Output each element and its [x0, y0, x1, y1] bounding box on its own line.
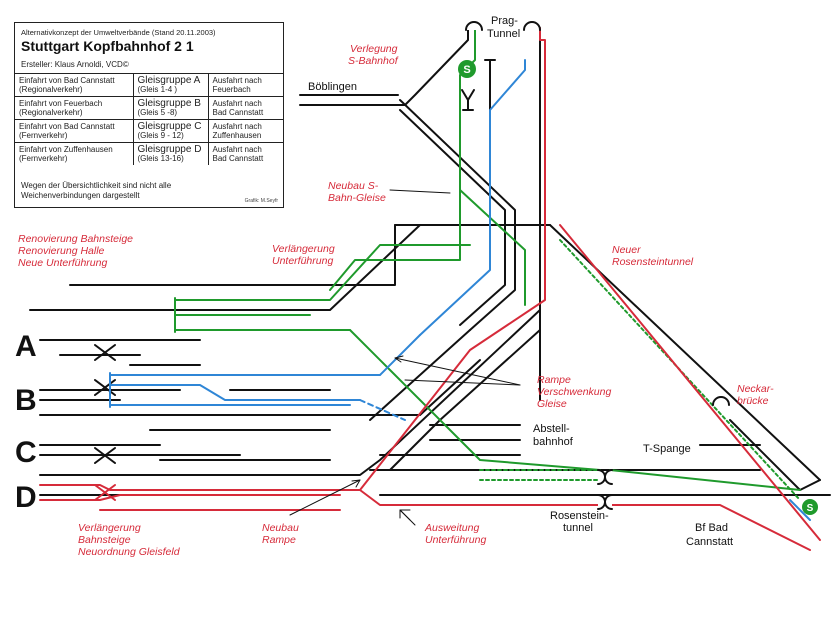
legend-author: Ersteller: Klaus Arnoldi, VCD©	[21, 60, 129, 69]
group-letter-c: C	[15, 436, 37, 469]
track-diag-4	[389, 329, 541, 471]
blue-diag	[359, 399, 406, 421]
blue-neckar	[789, 499, 811, 521]
green-s-line	[459, 189, 526, 306]
red-switch	[94, 484, 116, 501]
switch-a	[94, 344, 116, 361]
label-bf-bad: Bf Bad Cannstatt	[686, 522, 733, 548]
group-letter-b: B	[15, 384, 37, 417]
portal-prag-2	[523, 21, 541, 31]
label-t-spange: T-Spange	[643, 443, 691, 455]
label-verlaengerung-bahnsteige: Verlängerung Bahnsteige Neuordnung Gleis…	[78, 522, 181, 558]
legend-title: Stuttgart Kopfbahnhof 2 1	[21, 38, 194, 54]
label-neubau-sbahn: Neubau S- Bahn-Gleise	[328, 180, 386, 204]
arrow-neubau	[389, 189, 451, 194]
label-rampe: Rampe Verschwenkung Gleise	[537, 374, 614, 410]
tunnel-portals	[465, 21, 730, 510]
red-neckar	[559, 224, 821, 541]
red-to-bf	[359, 489, 641, 506]
track-neckar-2	[729, 419, 821, 491]
legend-row: Einfahrt von Feuerbach(Regionalverkehr) …	[15, 96, 283, 120]
legend-row: Einfahrt von Zuffenhausen(Fernverkehr) G…	[15, 142, 283, 165]
track-boeblingen-3	[399, 109, 506, 326]
blue-b2	[109, 384, 361, 401]
label-neuer-tunnel: Neuer Rosensteintunnel	[612, 244, 694, 268]
group-letter-d: D	[15, 481, 37, 514]
group-letter-a: A	[15, 330, 37, 363]
red-d2	[39, 494, 341, 501]
track-diag-6	[369, 329, 471, 421]
track-boeblingen-2	[399, 99, 516, 331]
black-tracks	[29, 27, 831, 496]
label-abstell: Abstell- bahnhof	[533, 423, 574, 448]
portal-prag-1	[465, 21, 483, 31]
red-to-east	[639, 504, 811, 551]
portal-rosen-2	[604, 469, 613, 485]
label-boeblingen: Böblingen	[308, 81, 357, 93]
arrow-neubau-rampe	[289, 479, 361, 516]
red-d1	[39, 484, 361, 491]
s-bahn-letter-2: S	[807, 503, 814, 514]
switch-b	[94, 379, 116, 396]
switch-c	[94, 447, 116, 464]
blue-tracks	[109, 59, 811, 521]
arrow-rampe-2	[404, 379, 521, 386]
blue-prag	[419, 59, 526, 336]
label-verlegung: Verlegung S-Bahnhof	[348, 43, 400, 67]
legend-note: Wegen der Übersichtlichkeit sind nicht a…	[21, 181, 172, 200]
track-diag-3	[39, 309, 541, 476]
legend-credit: Grafik: M.Seyfr	[244, 198, 278, 204]
portal-rosen-1	[597, 469, 606, 485]
red-prag	[359, 27, 546, 491]
arrow-ausweitung-line	[399, 509, 416, 526]
label-prag: Prag- Tunnel	[487, 15, 521, 40]
track-diag-5	[39, 359, 481, 416]
track-diag-1	[29, 224, 421, 311]
annotation-arrows	[289, 189, 521, 526]
legend-box: Alternativkonzept der Umweltverbände (St…	[14, 22, 284, 208]
label-ausweitung: Ausweitung Unterführung	[424, 522, 486, 546]
legend-subtitle: Alternativkonzept der Umweltverbände (St…	[21, 28, 216, 37]
green-diag	[349, 329, 601, 471]
portal-rosen-3	[597, 494, 606, 510]
green-prag-down	[329, 27, 476, 291]
green-a1	[174, 244, 471, 301]
portal-rosen-4	[604, 494, 613, 510]
label-neubau-rampe: Neubau Rampe	[262, 522, 302, 546]
green-tracks	[174, 27, 801, 501]
legend-table: Einfahrt von Bad Cannstatt(Regionalverke…	[15, 73, 283, 165]
legend-row: Einfahrt von Bad Cannstatt(Fernverkehr) …	[15, 119, 283, 143]
arrow-rampe-head	[394, 355, 404, 363]
portal-neckar	[712, 396, 730, 406]
s-bahn-symbol-bottom: S	[802, 499, 818, 515]
fork-symbol	[461, 89, 475, 111]
s-bahn-symbol-top: S	[458, 60, 476, 78]
legend-row: Einfahrt von Bad Cannstatt(Regionalverke…	[15, 73, 283, 97]
label-neckar: Neckar- brücke	[737, 383, 777, 407]
green-to-neckar	[609, 469, 801, 491]
arrow-rampe	[394, 357, 521, 386]
red-tracks	[39, 27, 821, 551]
s-bahn-letter: S	[463, 64, 470, 76]
arrow-neubau-rampe-head	[351, 479, 361, 488]
arrow-ausweitung-head	[399, 509, 409, 519]
label-verlaengerung-unterfuehrung: Verlängerung Unterführung	[272, 243, 338, 267]
track-prag-left	[299, 27, 469, 106]
label-rosenstein: Rosenstein- tunnel	[550, 510, 612, 534]
label-renovierung: Renovierung Bahnsteige Renovierung Halle…	[18, 233, 136, 269]
blue-b1	[109, 334, 421, 376]
